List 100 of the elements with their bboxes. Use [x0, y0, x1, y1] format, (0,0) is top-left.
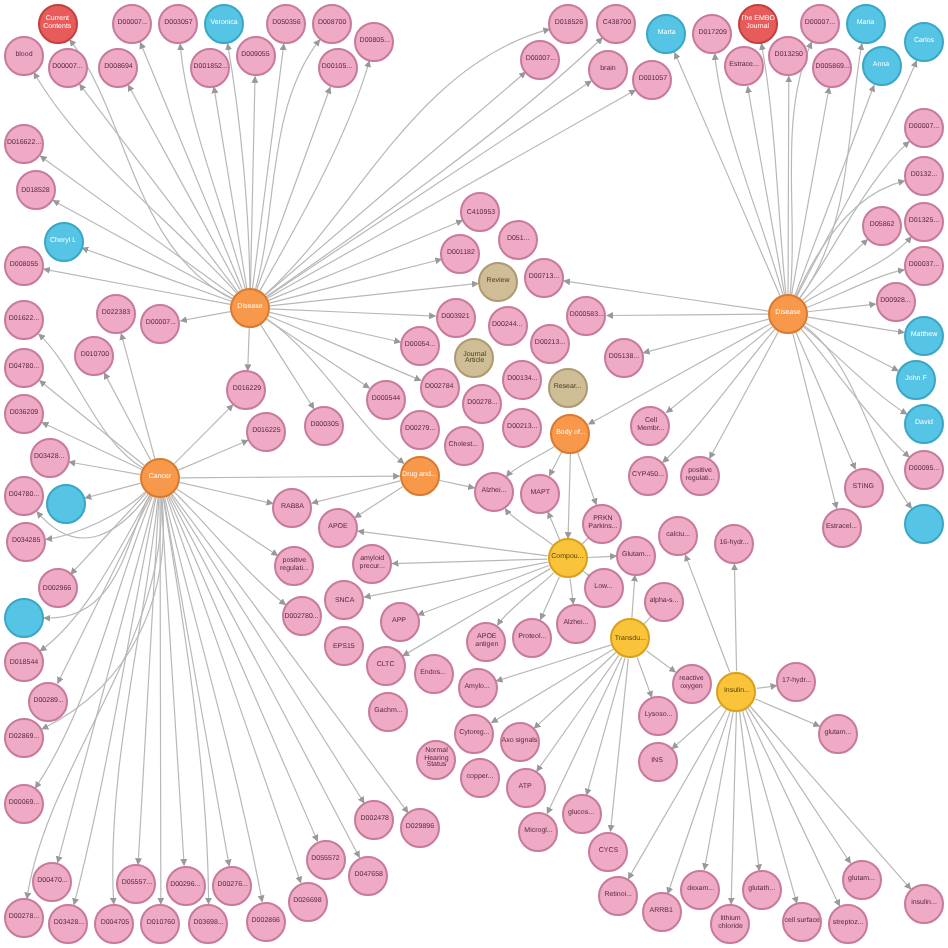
arrow [135, 497, 160, 866]
arrow [256, 86, 332, 290]
graph-node [312, 4, 353, 44]
graph-node [520, 473, 561, 514]
arrow [577, 452, 598, 506]
graph-node [737, 4, 778, 44]
arrow [785, 75, 793, 295]
graph-node [140, 904, 181, 944]
graph-node [547, 368, 588, 409]
graph-node [323, 626, 364, 667]
graph-node [305, 839, 346, 880]
arrow [267, 315, 422, 382]
graph-node [498, 219, 539, 260]
graph-node [741, 870, 782, 911]
arrow [417, 564, 550, 617]
graph-node [158, 4, 199, 44]
arrow [354, 486, 404, 519]
arrow [504, 508, 554, 546]
graph-node [904, 22, 944, 63]
graph-node [462, 384, 503, 425]
arrow [157, 497, 165, 905]
arrow [738, 710, 762, 872]
graph-node [4, 300, 44, 341]
arrow [33, 71, 238, 294]
graph-node [861, 46, 902, 87]
graph-node [413, 654, 453, 694]
arrow [45, 491, 147, 542]
graph-node [4, 245, 44, 286]
graph-node [692, 13, 733, 54]
graph-node [812, 47, 853, 88]
arrow [666, 709, 732, 895]
arrow [438, 479, 476, 491]
graph-node [460, 192, 501, 233]
graph-node [4, 642, 44, 683]
arrow [267, 219, 464, 301]
arrow [24, 497, 162, 900]
graph-node [561, 794, 602, 835]
graph-node [566, 295, 607, 336]
arrow [56, 495, 152, 684]
arrow [244, 327, 252, 372]
arrow [673, 51, 781, 297]
arrow [671, 703, 723, 750]
arrow [505, 445, 556, 478]
arrow [749, 705, 912, 890]
graph-node [843, 467, 884, 508]
arrow [70, 492, 147, 575]
arrow [311, 480, 401, 505]
arrow [266, 80, 592, 298]
arrow [803, 236, 912, 304]
graph-node [112, 4, 153, 44]
arrow [727, 710, 737, 905]
graph-node [324, 580, 365, 621]
graph-node [473, 472, 514, 513]
arrow [490, 648, 614, 724]
arrow [747, 707, 852, 864]
arrow [587, 323, 772, 425]
arrow [702, 710, 734, 871]
graph-node [460, 758, 501, 799]
graph-node [4, 717, 44, 758]
arrow [802, 238, 869, 301]
arrow [642, 318, 770, 355]
arrow [259, 60, 371, 292]
graph-node [212, 865, 253, 906]
arrow [170, 494, 365, 804]
arrow [803, 325, 913, 509]
arrow [807, 316, 905, 335]
graph-node [547, 538, 588, 579]
graph-node [116, 864, 157, 905]
graph-node [512, 617, 553, 658]
graph-node [768, 36, 809, 77]
arrow [645, 650, 677, 673]
graph-node [478, 261, 519, 302]
arrow [225, 43, 251, 289]
graph-node [604, 338, 644, 378]
graph-node [317, 48, 357, 89]
graph-node [904, 315, 944, 356]
graph-node [610, 618, 651, 659]
graph-node [555, 603, 596, 644]
graph-node [505, 767, 546, 808]
graph-node [440, 234, 481, 275]
arrow [805, 322, 899, 372]
arrow [254, 39, 321, 290]
graph-node [32, 861, 73, 902]
arrow [536, 654, 620, 772]
arrow [586, 552, 618, 560]
arrow [42, 266, 231, 305]
arrow [745, 85, 786, 295]
graph-node [399, 456, 440, 496]
arrow [794, 84, 876, 296]
graph-node [875, 281, 916, 322]
graph-node [365, 379, 406, 420]
graph-node [904, 107, 944, 148]
arrow [179, 311, 231, 324]
graph-node [400, 326, 440, 367]
arrow [357, 528, 549, 557]
graph-node [638, 696, 679, 737]
arrow [79, 83, 239, 293]
graph-node [379, 602, 420, 643]
graph-node [896, 359, 937, 400]
arrow [708, 330, 780, 460]
